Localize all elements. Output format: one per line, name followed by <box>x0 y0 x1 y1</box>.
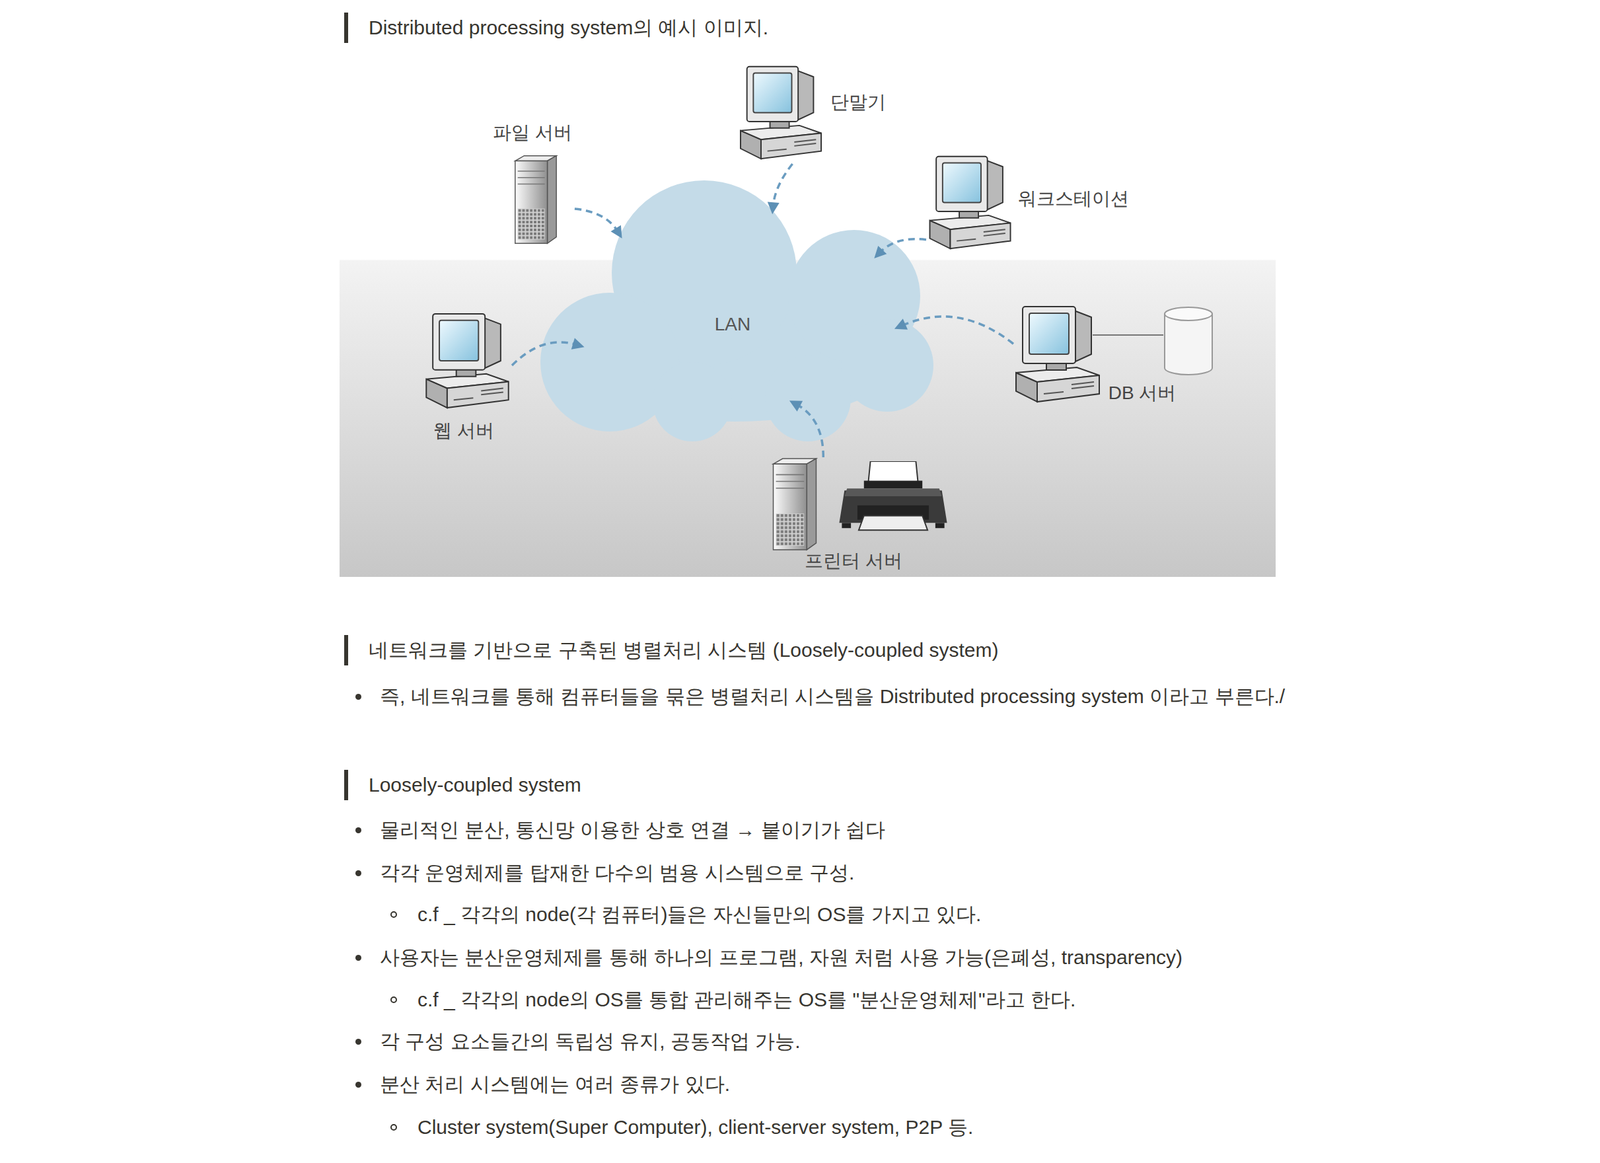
device-label: 단말기 <box>830 91 886 114</box>
workstation-icon <box>929 156 1011 250</box>
device-label: 웹 서버 <box>433 419 495 442</box>
heading-text: 네트워크를 기반으로 구축된 병렬처리 시스템 (Loosely-coupled… <box>368 636 999 664</box>
cloud-lobe <box>840 319 934 412</box>
sub-bullet-ring <box>390 996 398 1003</box>
cloud-shape <box>530 173 939 444</box>
bullet-dot <box>355 954 362 961</box>
device-label: 파일 서버 <box>492 121 573 145</box>
diagram-area: 단말기파일 서버워크스테이션 LAN DB 서버웹 서버프린터 서버 <box>339 56 1276 577</box>
sub-bullet-ring <box>390 1123 398 1131</box>
bullet-text: 즉, 네트워크를 통해 컴퓨터들을 묶은 병렬처리 시스템을 Distribut… <box>379 683 1285 710</box>
device-label: 워크스테이션 <box>1018 187 1129 211</box>
sub-bullet-ring <box>390 910 398 918</box>
quote-bar <box>344 769 349 800</box>
bullet-dot <box>355 870 362 876</box>
terminal-icon <box>740 66 822 160</box>
connector-line <box>772 163 793 207</box>
bullet-dot <box>355 693 362 700</box>
network-cloud: LAN <box>530 173 939 444</box>
device-node: 파일 서버 <box>490 118 575 246</box>
connector-layer <box>339 56 1276 577</box>
db-server-icon <box>1016 306 1100 402</box>
device-node: DB 서버 <box>1013 301 1179 407</box>
arrow-head <box>611 225 623 239</box>
bullet-dot <box>355 827 362 834</box>
quote-bar <box>344 634 349 666</box>
bullet-text: c.f _ 각각의 node의 OS를 통합 관리해주는 OS를 "분산운영체제… <box>417 986 1076 1013</box>
web-server-icon <box>426 313 509 408</box>
bullet-text: c.f _ 각각의 node(각 컴퓨터)들은 자신들만의 OS를 가지고 있다… <box>417 901 982 928</box>
dashed-connector <box>574 208 623 239</box>
device-node: 웹 서버 <box>423 308 512 445</box>
cloud-label: LAN <box>714 313 751 336</box>
device-label: 프린터 서버 <box>804 549 903 573</box>
quote-bar <box>344 12 349 43</box>
cloud-lobe <box>764 355 851 442</box>
db-link-line <box>1092 334 1164 336</box>
heading-text: Distributed processing system의 예시 이미지. <box>368 14 769 41</box>
bullet-dot <box>355 1038 362 1045</box>
connector-line <box>574 208 618 232</box>
device-node: 프린터 서버 <box>767 457 950 575</box>
heading-text: Loosely-coupled system <box>368 771 582 799</box>
bullet-text: 물리적인 분산, 통신망 이용한 상호 연결 → 붙이기가 쉽다 <box>379 816 886 843</box>
print-server-icon <box>773 458 817 550</box>
bullet-text: 각 구성 요소들간의 독립성 유지, 공동작업 가능. <box>379 1027 801 1055</box>
printer-icon <box>838 461 947 530</box>
device-node: 단말기 <box>737 61 889 164</box>
bullet-dot <box>355 1081 362 1088</box>
file-server-icon <box>515 155 557 244</box>
device-label: DB 서버 <box>1108 381 1177 405</box>
cloud-lobe <box>652 362 732 442</box>
database-icon <box>1164 307 1213 375</box>
dashed-connector <box>767 163 793 215</box>
bullet-text: 각각 운영체제를 탑재한 다수의 범용 시스템으로 구성. <box>379 859 855 886</box>
bullet-text: 사용자는 분산운영체제를 통해 하나의 프로그램, 자원 처럼 사용 가능(은폐… <box>379 944 1183 971</box>
device-node: 워크스테이션 <box>926 151 1132 254</box>
bullet-text: Cluster system(Super Computer), client-s… <box>417 1113 974 1141</box>
bullet-text: 분산 처리 시스템에는 여러 종류가 있다. <box>379 1070 730 1098</box>
